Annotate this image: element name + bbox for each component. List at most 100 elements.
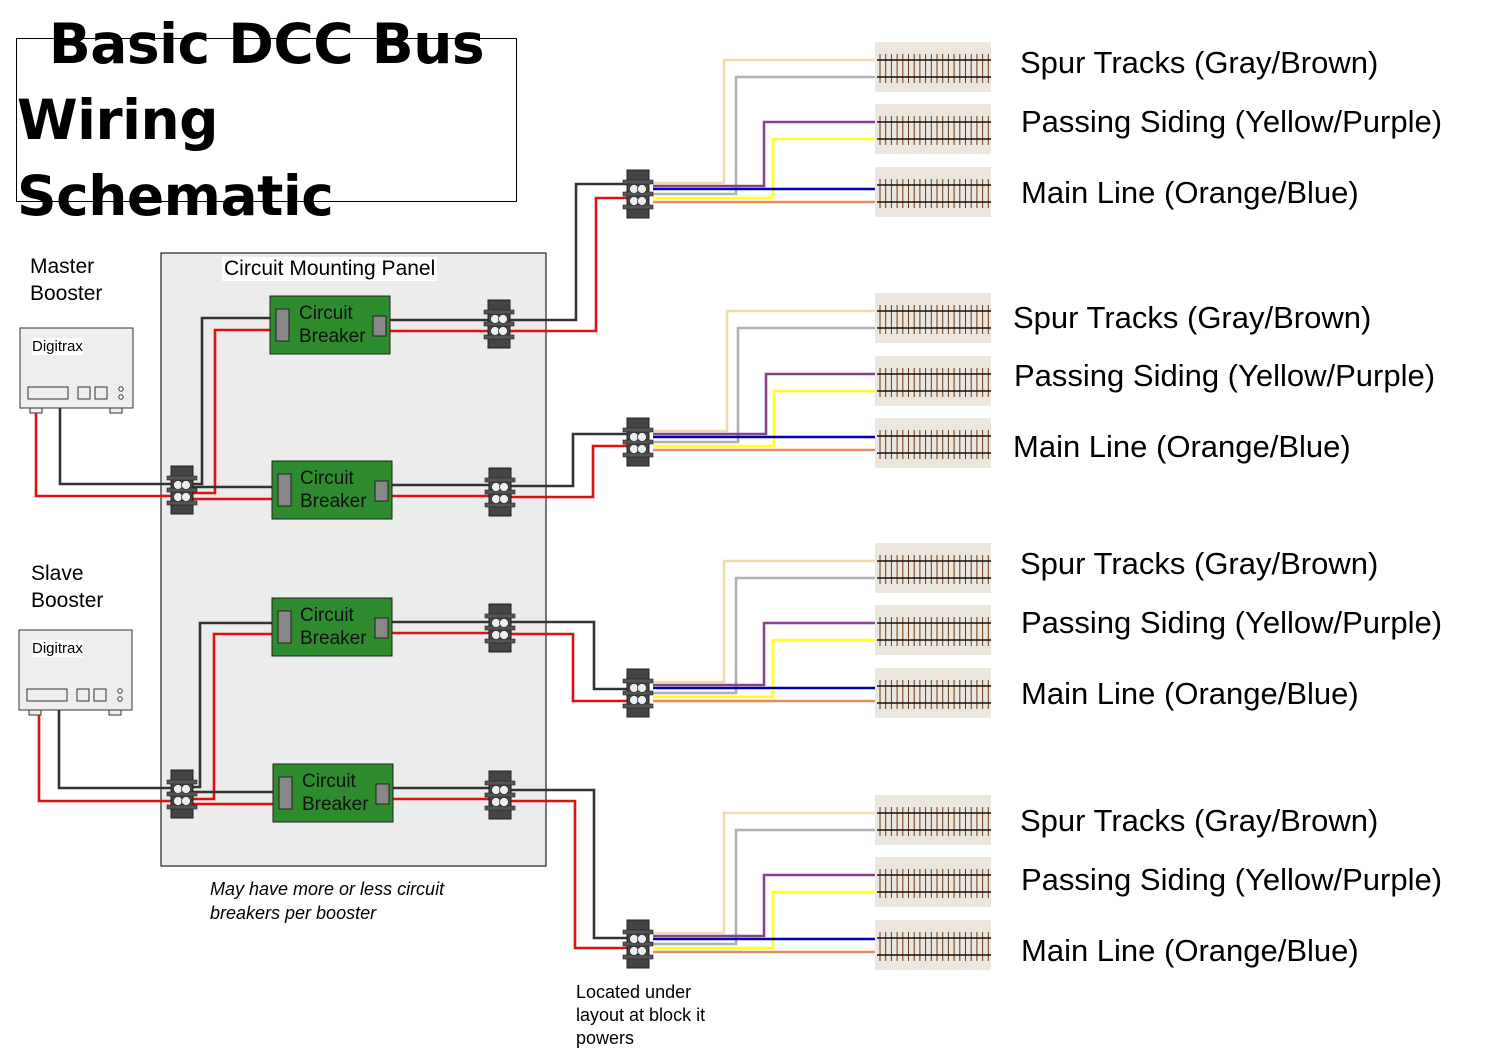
breaker-label-line1: Circuit (302, 771, 356, 792)
panel-title: Circuit Mounting Panel (222, 257, 438, 281)
booster-button (93, 688, 107, 702)
breaker-body (269, 295, 391, 355)
terminal-screw (499, 785, 509, 795)
block-terminal (622, 417, 654, 467)
terminal-bar (166, 804, 198, 810)
booster-button (77, 386, 91, 400)
track-section (875, 605, 991, 655)
breaker-label-line2: Breaker (300, 628, 367, 649)
breaker-label-line1: Circuit (299, 303, 353, 324)
slave-booster-label: Slave Booster (31, 560, 103, 614)
booster-connector (26, 688, 68, 702)
terminal-bar (483, 334, 515, 340)
track-section (875, 104, 991, 154)
terminal-bar (484, 792, 516, 798)
feed-black (190, 316, 285, 486)
terminal-bar (484, 502, 516, 508)
breaker-input-pad (277, 473, 292, 507)
terminal-screw (499, 494, 509, 504)
track-section (875, 668, 991, 718)
booster-led (118, 386, 124, 392)
track-bed (875, 356, 991, 406)
terminal-bar (483, 309, 515, 315)
panel-note-line2: breakers per booster (210, 903, 377, 923)
track-bed (875, 795, 991, 845)
track-section (875, 293, 991, 343)
track-section (875, 543, 991, 593)
spur-gray-feeder (653, 576, 875, 695)
terminal-screw (637, 946, 647, 956)
terminal-screw (637, 695, 647, 705)
breaker-body (271, 460, 393, 520)
block-feed-red (498, 632, 630, 703)
feed-red (190, 328, 285, 495)
slave-brand-label: Digitrax (32, 640, 83, 657)
track-label-spur: Spur Tracks (Gray/Brown) (1020, 803, 1379, 838)
track-label-main: Main Line (Orange/Blue) (1021, 175, 1359, 210)
track-label-siding: Passing Siding (Yellow/Purple) (1021, 862, 1443, 897)
block-feed-red (498, 196, 630, 333)
terminal-screw (498, 326, 508, 336)
siding-yellow-feeder (653, 389, 875, 448)
master-brand-label: Digitrax (32, 338, 83, 355)
terminal-bar (622, 929, 654, 935)
circuit-breaker (269, 295, 391, 355)
terminal-note: Located under layout at block it powers (576, 981, 705, 1050)
track-label-main: Main Line (Orange/Blue) (1021, 676, 1359, 711)
breaker-label-line2: Breaker (300, 491, 367, 512)
terminal-note-line3: powers (576, 1028, 635, 1048)
title-line-1: Basic DCC Bus (48, 12, 485, 76)
panel-output-terminal (483, 299, 515, 349)
terminal-screw (181, 796, 191, 806)
circuit-breaker (271, 597, 393, 657)
track-section (875, 857, 991, 907)
siding-purple-feeder (653, 873, 875, 938)
track-bed (875, 104, 991, 154)
terminal-screw (181, 492, 191, 502)
track-bed (875, 42, 991, 92)
track-label-spur: Spur Tracks (Gray/Brown) (1020, 45, 1379, 80)
terminal-screw (499, 797, 509, 807)
terminal-screw (637, 184, 647, 194)
spur-tan-feeder (653, 559, 875, 684)
booster-button (94, 386, 108, 400)
track-section (875, 920, 991, 970)
title-line-2: Wiring Schematic (17, 88, 334, 228)
track-label-spur: Spur Tracks (Gray/Brown) (1013, 300, 1372, 335)
master-booster-label: Master Booster (30, 253, 102, 307)
slave-label-line2: Booster (31, 589, 104, 612)
track-bed (875, 920, 991, 970)
panel-output-terminal (484, 603, 516, 653)
track-bed (875, 605, 991, 655)
track-label-main: Main Line (Orange/Blue) (1021, 933, 1359, 968)
track-label-main: Main Line (Orange/Blue) (1013, 429, 1351, 464)
siding-yellow-feeder (653, 137, 875, 200)
terminal-screw (181, 480, 191, 490)
terminal-bar (484, 477, 516, 483)
terminal-bar (622, 204, 654, 210)
track-bed (875, 543, 991, 593)
terminal-bar (166, 791, 198, 797)
terminal-bar (622, 690, 654, 696)
block-feed-red (498, 444, 630, 499)
block-terminal (622, 919, 654, 969)
spur-tan-feeder (653, 309, 875, 433)
terminal-bar (622, 452, 654, 458)
terminal-bar (484, 780, 516, 786)
terminal-bar (622, 191, 654, 197)
master-label-line2: Booster (30, 282, 103, 305)
master-label-line1: Master (30, 255, 95, 278)
terminal-bar (484, 489, 516, 495)
panel-note: May have more or less circuit breakers p… (210, 877, 444, 925)
terminal-screw (181, 784, 191, 794)
terminal-screw (637, 444, 647, 454)
breaker-label-line2: Breaker (302, 794, 369, 815)
terminal-bar (622, 941, 654, 947)
booster-led (118, 394, 124, 400)
terminal-bar (622, 678, 654, 684)
terminal-screw (498, 314, 508, 324)
master-black-bus (58, 392, 182, 486)
booster-led (117, 696, 123, 702)
